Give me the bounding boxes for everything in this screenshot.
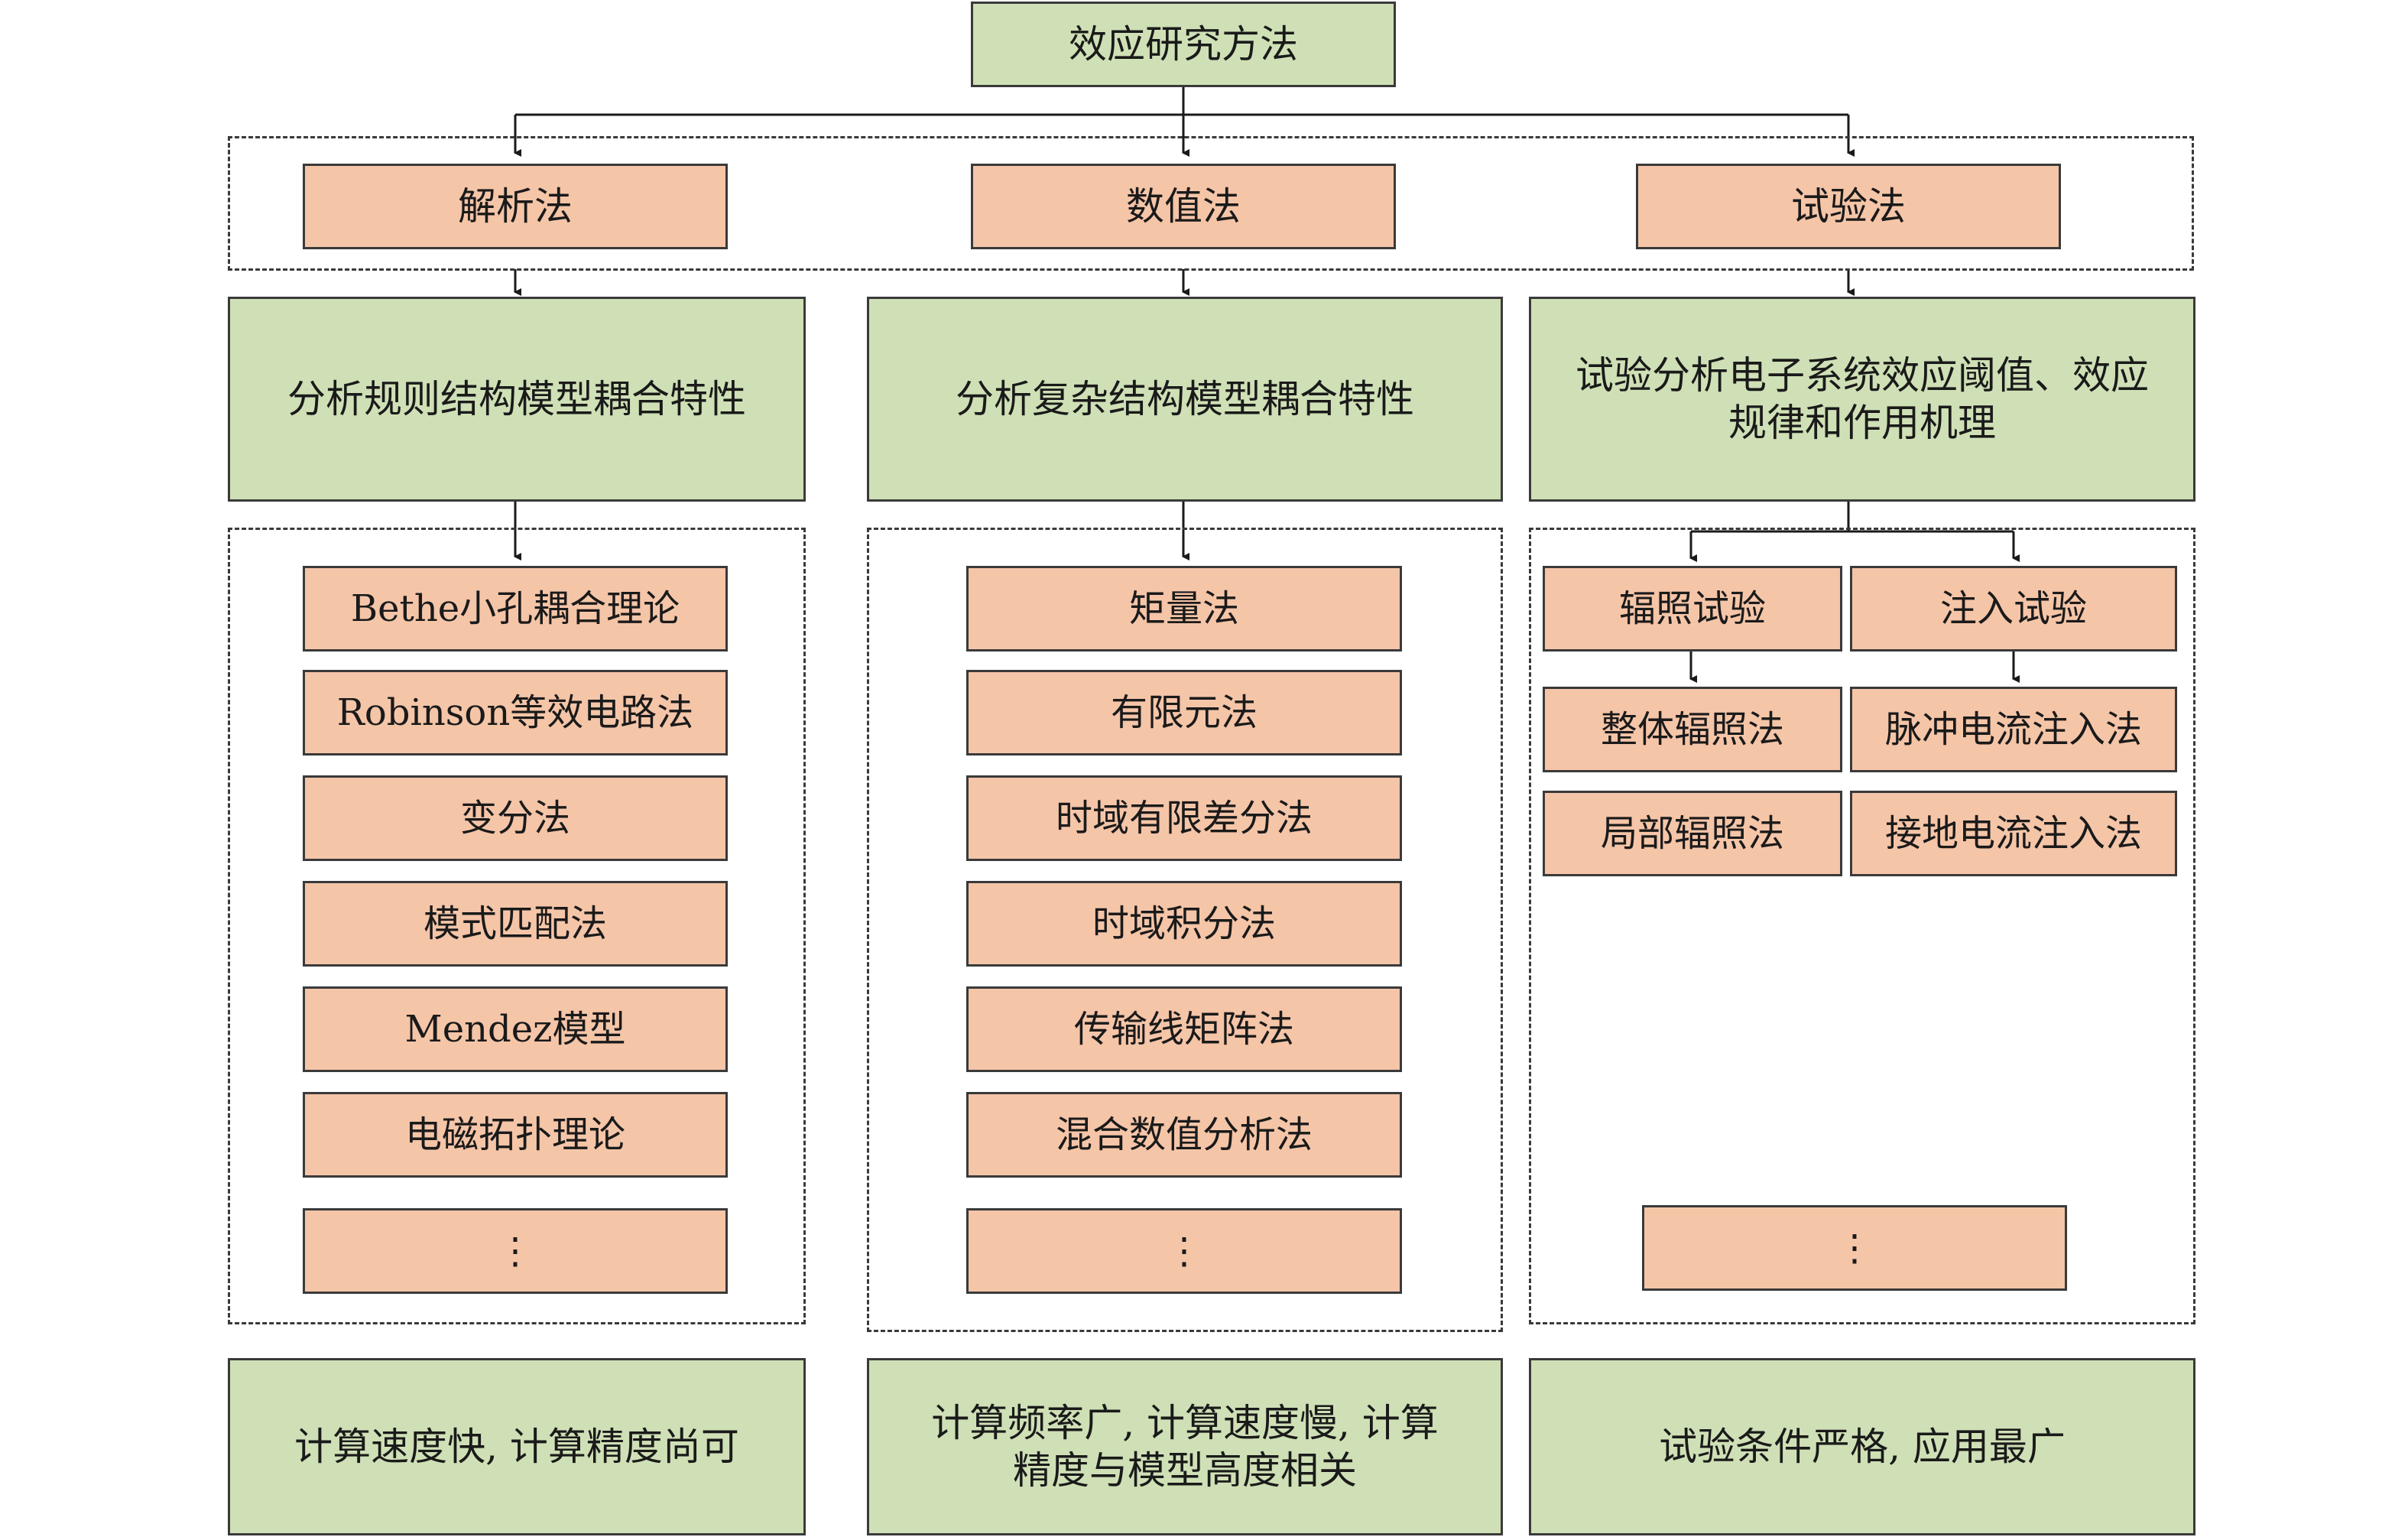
desc-experimental: 试验分析电子系统效应阈值、效应 规律和作用机理 — [1529, 297, 2195, 502]
method-numerical-label: 数值法 — [1126, 184, 1241, 229]
experimental-items-group — [1529, 528, 2195, 1324]
analytical-item-label: 电磁拓扑理论 — [404, 1113, 625, 1156]
desc-experimental-line2: 规律和作用机理 — [1728, 401, 1996, 445]
desc-analytical: 分析规则结构模型耦合特性 — [228, 297, 806, 502]
numerical-item-label: 有限元法 — [1110, 691, 1258, 734]
radiation-method-label: 局部辐照法 — [1600, 812, 1784, 855]
radiation-method-item: 局部辐照法 — [1543, 791, 1842, 876]
experimental-more-ellipsis: ⋮ — [1836, 1227, 1873, 1269]
analytical-item: 模式匹配法 — [303, 881, 728, 967]
analytical-item-label: Bethe小孔耦合理论 — [350, 587, 680, 630]
analytical-item-label: Robinson等效电路法 — [336, 691, 694, 734]
numerical-item-label: 传输线矩阵法 — [1073, 1008, 1294, 1051]
analytical-item-label: Mendez模型 — [404, 1008, 626, 1051]
numerical-item-label: 混合数值分析法 — [1055, 1113, 1313, 1156]
analytical-more-item: ⋮ — [303, 1208, 728, 1294]
injection-test-box: 注入试验 — [1850, 566, 2177, 652]
radiation-method-item: 整体辐照法 — [1543, 687, 1842, 772]
radiation-test-box: 辐照试验 — [1543, 566, 1842, 652]
injection-method-item: 脉冲电流注入法 — [1850, 687, 2177, 772]
injection-test-label: 注入试验 — [1939, 587, 2087, 630]
method-experimental: 试验法 — [1636, 164, 2061, 249]
methods-group — [228, 136, 2194, 271]
analytical-items-group — [228, 528, 806, 1324]
desc-numerical-label: 分析复杂结构模型耦合特性 — [956, 376, 1414, 421]
injection-method-label: 接地电流注入法 — [1884, 812, 2142, 855]
analytical-more-ellipsis: ⋮ — [497, 1230, 534, 1272]
analytical-item-label: 变分法 — [459, 797, 570, 840]
radiation-test-label: 辐照试验 — [1618, 587, 1766, 630]
root-node: 效应研究方法 — [971, 2, 1396, 87]
numerical-item-label: 矩量法 — [1128, 587, 1239, 630]
summary-analytical-label: 计算速度快, 计算精度尚可 — [294, 1424, 739, 1469]
desc-experimental-line1: 试验分析电子系统效应阈值、效应 — [1576, 353, 2149, 398]
numerical-item: 混合数值分析法 — [966, 1092, 1402, 1178]
root-label: 效应研究方法 — [1069, 21, 1298, 67]
injection-method-item: 接地电流注入法 — [1850, 791, 2177, 876]
desc-numerical: 分析复杂结构模型耦合特性 — [867, 297, 1503, 502]
analytical-item-label: 模式匹配法 — [423, 902, 607, 945]
numerical-item: 传输线矩阵法 — [966, 986, 1402, 1072]
summary-experimental-label: 试验条件严格, 应用最广 — [1659, 1424, 2066, 1469]
numerical-item: 时域积分法 — [966, 881, 1402, 967]
analytical-item: Mendez模型 — [303, 986, 728, 1072]
numerical-more-item: ⋮ — [966, 1208, 1402, 1294]
injection-method-label: 脉冲电流注入法 — [1884, 708, 2142, 751]
analytical-item: Bethe小孔耦合理论 — [303, 566, 728, 652]
numerical-item-label: 时域有限差分法 — [1055, 797, 1313, 840]
numerical-item-label: 时域积分法 — [1092, 902, 1276, 945]
desc-analytical-label: 分析规则结构模型耦合特性 — [287, 376, 746, 421]
method-analytical: 解析法 — [303, 164, 728, 249]
numerical-items-group — [867, 528, 1503, 1332]
radiation-method-label: 整体辐照法 — [1600, 708, 1784, 751]
analytical-item: Robinson等效电路法 — [303, 670, 728, 756]
analytical-item: 变分法 — [303, 775, 728, 861]
summary-analytical: 计算速度快, 计算精度尚可 — [228, 1358, 806, 1535]
summary-numerical: 计算频率广, 计算速度慢, 计算 精度与模型高度相关 — [867, 1358, 1503, 1535]
analytical-item: 电磁拓扑理论 — [303, 1092, 728, 1178]
summary-numerical-line2: 精度与模型高度相关 — [1013, 1448, 1357, 1493]
numerical-item: 矩量法 — [966, 566, 1402, 652]
numerical-more-ellipsis: ⋮ — [1166, 1230, 1202, 1272]
method-analytical-label: 解析法 — [458, 184, 573, 229]
summary-numerical-line1: 计算频率广, 计算速度慢, 计算 — [931, 1400, 1439, 1445]
method-experimental-label: 试验法 — [1791, 184, 1906, 229]
numerical-item: 有限元法 — [966, 670, 1402, 756]
numerical-item: 时域有限差分法 — [966, 775, 1402, 861]
summary-experimental: 试验条件严格, 应用最广 — [1529, 1358, 2195, 1535]
experimental-more-item: ⋮ — [1642, 1205, 2067, 1291]
method-numerical: 数值法 — [971, 164, 1396, 249]
